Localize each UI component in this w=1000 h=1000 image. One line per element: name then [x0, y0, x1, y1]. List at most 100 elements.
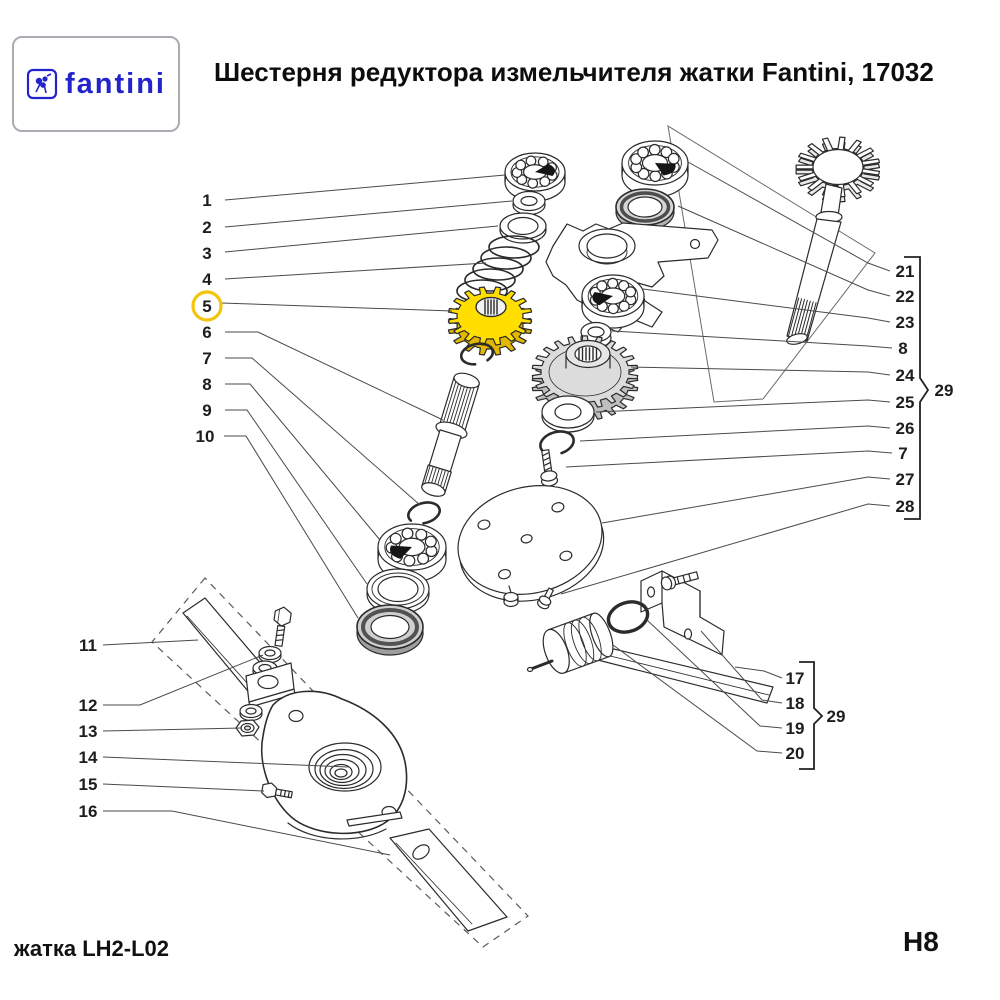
cover-plate	[457, 485, 605, 602]
drive-shaft	[421, 372, 480, 497]
callout-number: 20	[786, 744, 805, 763]
cutting-path-outline	[151, 577, 529, 948]
leader-line	[103, 654, 264, 706]
bracket-29-upper	[904, 256, 930, 520]
leader-line	[565, 450, 893, 468]
callout-number: 4	[202, 270, 212, 289]
callout-number: 3	[202, 244, 211, 263]
callout-number: 27	[896, 470, 915, 489]
leader-line	[611, 330, 893, 349]
ball-bearing-lower	[377, 523, 447, 583]
callout-number: 1	[202, 191, 211, 210]
callout-number: 7	[898, 444, 907, 463]
callout-number: 8	[202, 375, 211, 394]
fantini-logo-text: fantini	[65, 67, 166, 100]
callout-number: 16	[79, 802, 98, 821]
fantini-logo-icon	[26, 68, 58, 100]
leader-line	[103, 810, 391, 856]
blade-support-plate	[245, 662, 296, 708]
callout-number-highlighted: 5	[202, 297, 211, 316]
bracket-screw	[660, 571, 699, 591]
leader-line	[646, 619, 783, 729]
leader-lines	[102, 161, 893, 856]
callout-number: 28	[896, 497, 915, 516]
leader-line	[225, 383, 381, 541]
ball-bearing-upper-right	[621, 140, 689, 198]
stud-bolt	[540, 449, 559, 487]
shaft-seal	[615, 188, 675, 231]
leader-line	[700, 630, 783, 704]
callout-number: 9	[202, 401, 211, 420]
cover-bolt-right	[536, 587, 554, 610]
leader-line	[677, 205, 891, 297]
leader-line	[734, 666, 783, 679]
washer-small	[512, 190, 546, 216]
callout-number: 24	[896, 366, 915, 385]
lower-washer	[239, 703, 263, 722]
callout-number: 23	[896, 313, 915, 332]
leader-line	[560, 503, 891, 595]
callout-number: 12	[79, 696, 98, 715]
bracket-29-lower	[799, 661, 824, 770]
callout-number: 26	[896, 419, 915, 438]
callout-number: 14	[79, 748, 98, 767]
leader-line	[687, 161, 891, 272]
oil-seal	[356, 604, 424, 656]
group-label: 29	[935, 381, 954, 400]
o-ring	[606, 600, 650, 634]
callout-number: 18	[786, 694, 805, 713]
callout-number: 6	[202, 323, 211, 342]
callout-number: 22	[896, 287, 915, 306]
blade-bolt	[273, 606, 292, 647]
leader-line	[224, 174, 506, 201]
callout-number: 25	[896, 393, 915, 412]
callout-number: 17	[786, 669, 805, 688]
leader-line	[225, 409, 368, 585]
reference-box	[667, 125, 876, 403]
callout-number: 19	[786, 719, 805, 738]
leader-line	[595, 399, 891, 413]
snap-ring-b	[407, 501, 441, 525]
roller	[542, 612, 614, 674]
highlight-circle	[191, 290, 223, 322]
leader-line	[102, 756, 349, 768]
callout-number: 21	[896, 262, 915, 281]
gear-5-highlighted	[447, 286, 533, 356]
leader-line	[102, 727, 243, 732]
leader-line	[102, 783, 265, 792]
callout-numbers: 1 2 3 4 5 6 7 8 9 10 11 12 13 14 15 16 2…	[79, 191, 954, 821]
snap-ring-a	[459, 342, 495, 366]
leader-line	[224, 262, 487, 280]
cover-bolt-left	[503, 585, 519, 608]
callout-number: 7	[202, 349, 211, 368]
leader-line	[642, 288, 891, 323]
leader-line	[224, 435, 359, 619]
bevel-gear-crown	[795, 136, 881, 203]
group-brackets	[799, 256, 930, 770]
callout-number: 8	[898, 339, 907, 358]
callout-number: 10	[196, 427, 215, 446]
support-bar	[589, 644, 774, 704]
leader-line	[225, 357, 421, 506]
seal-ring	[366, 568, 430, 615]
callout-number: 15	[79, 775, 98, 794]
bottom-blade	[389, 828, 508, 932]
roller-pin	[526, 659, 554, 673]
leader-line	[224, 225, 499, 253]
callout-number: 11	[79, 636, 97, 655]
washer-below-gear	[541, 395, 595, 433]
leader-line	[630, 366, 891, 376]
ball-bearing-mid	[581, 274, 645, 329]
page-title: Шестерня редуктора измельчителя жатки Fa…	[214, 57, 934, 87]
model-label: жатка LH2-L02	[14, 936, 170, 961]
callout-number: 2	[202, 218, 211, 237]
disc-bolt	[261, 782, 293, 799]
fantini-logo: fantini	[12, 36, 180, 132]
snap-ring-c	[539, 430, 575, 456]
group-label: 29	[827, 707, 846, 726]
leader-line	[224, 200, 513, 228]
leader-line	[612, 644, 783, 754]
page-code: H8	[903, 926, 939, 957]
